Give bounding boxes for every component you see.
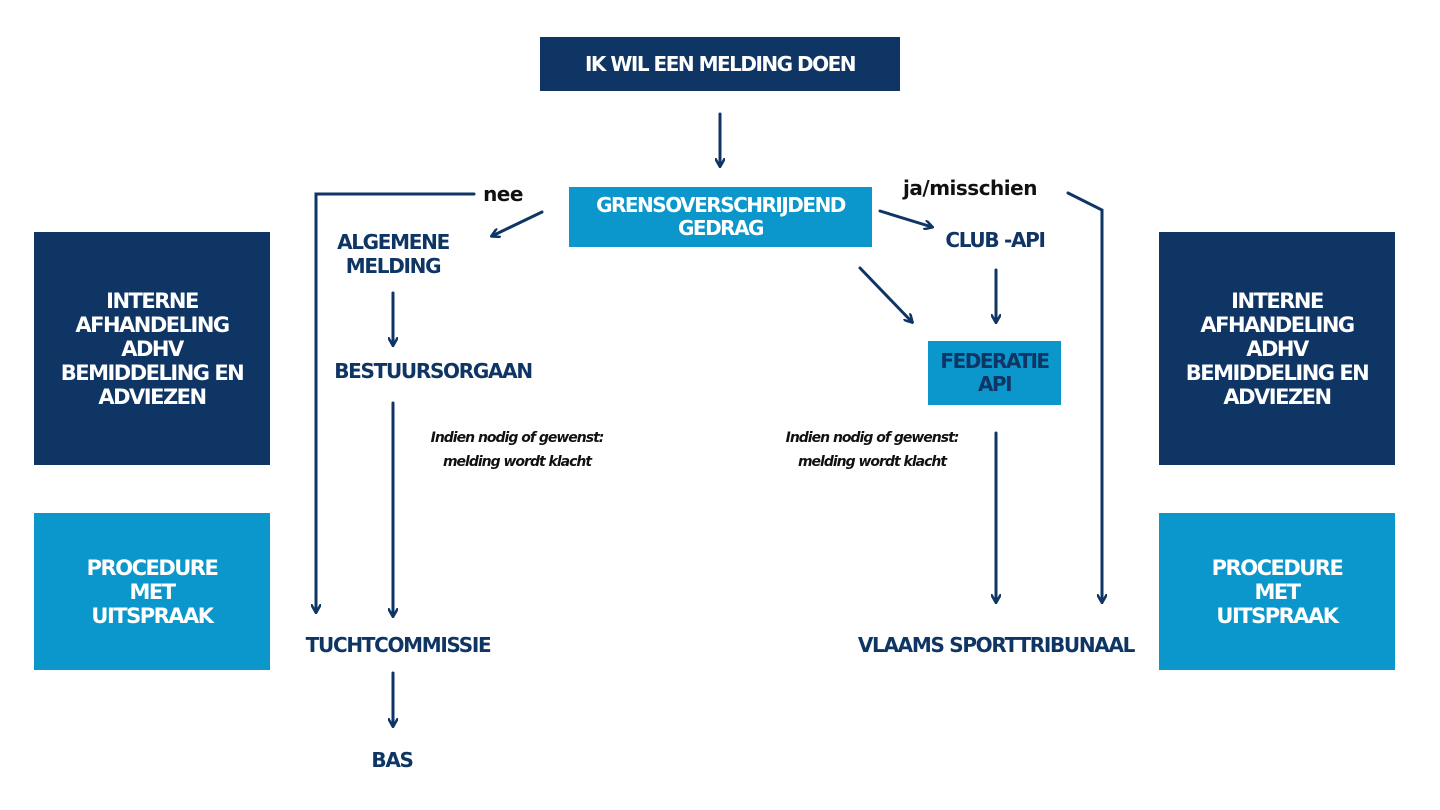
right-internal-label: INTERNE AFHANDELING ADHV BEMIDDELING EN …: [1185, 288, 1370, 409]
start-box: IK WIL EEN MELDING DOEN: [540, 37, 900, 91]
bas-label: BAS: [371, 748, 414, 772]
arrow-no-to-disciplinary: [316, 192, 476, 612]
arrow-yes-to-tribunal: [1066, 191, 1102, 602]
general-report-label: ALGEMENE MELDING: [337, 230, 450, 278]
decision-box: GRENSOVERSCHRIJDEND GEDRAG: [569, 187, 872, 247]
right-internal-box: INTERNE AFHANDELING ADHV BEMIDDELING EN …: [1159, 232, 1395, 465]
branch-no-label: nee: [483, 182, 523, 206]
federation-api-box: FEDERATIE API: [928, 341, 1061, 405]
branch-yes-label: ja/misschien: [903, 176, 1037, 200]
disciplinary-label: TUCHTCOMMISSIE: [305, 633, 492, 657]
note-right: Indien nodig of gewenst: melding wordt k…: [785, 430, 960, 470]
note-left: Indien nodig of gewenst: melding wordt k…: [430, 430, 605, 470]
right-procedure-label: PROCEDURE MET UITSPRAAK: [1211, 555, 1344, 628]
tribunal-label: VLAAMS SPORTTRIBUNAAL: [857, 633, 1136, 657]
right-procedure-box: PROCEDURE MET UITSPRAAK: [1159, 513, 1395, 670]
decision-label: GRENSOVERSCHRIJDEND GEDRAG: [596, 193, 846, 240]
left-procedure-label: PROCEDURE MET UITSPRAAK: [86, 555, 219, 628]
left-procedure-box: PROCEDURE MET UITSPRAAK: [34, 513, 270, 670]
club-api-label: CLUB -API: [945, 228, 1046, 252]
left-internal-box: INTERNE AFHANDELING ADHV BEMIDDELING EN …: [34, 232, 270, 465]
left-internal-label: INTERNE AFHANDELING ADHV BEMIDDELING EN …: [60, 288, 245, 409]
start-label: IK WIL EEN MELDING DOEN: [584, 52, 857, 76]
arrow-decision-to-federation: [858, 266, 912, 322]
arrow-decision-to-club: [878, 209, 932, 227]
governing-body-label: BESTUURSORGAAN: [334, 359, 533, 383]
federation-api-label: FEDERATIE API: [940, 349, 1050, 396]
arrow-decision-to-general: [492, 210, 544, 236]
